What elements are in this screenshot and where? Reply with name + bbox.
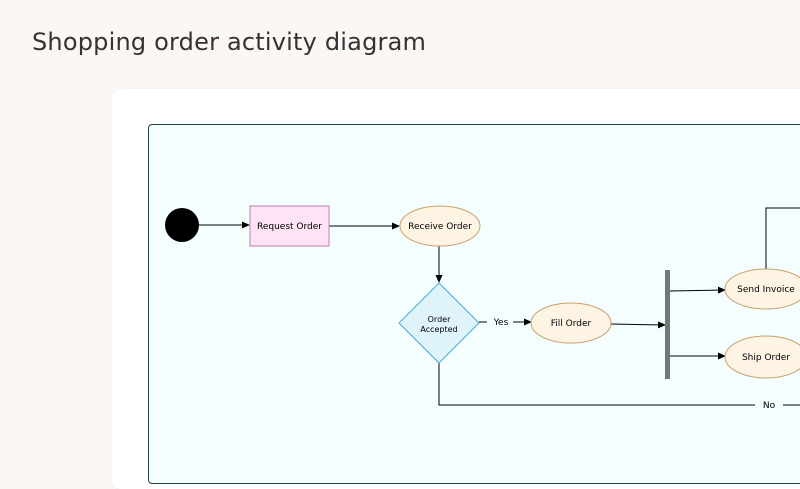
action-ship-order-label: Ship Order (742, 353, 790, 363)
action-request-order[interactable]: Request Order (249, 205, 330, 247)
action-receive-order[interactable]: Receive Order (399, 205, 481, 247)
action-request-order-label: Request Order (257, 222, 322, 232)
action-send-invoice-label: Send Invoice (737, 285, 795, 295)
edge-fill-to-fork[interactable] (610, 321, 666, 329)
action-fill-order[interactable]: Fill Order (530, 302, 612, 344)
page-title: Shopping order activity diagram (32, 28, 427, 56)
action-ship-order[interactable]: Ship Order (724, 335, 800, 379)
action-send-invoice[interactable]: Send Invoice (724, 268, 800, 310)
action-fill-order-label: Fill Order (551, 319, 592, 329)
edge-decision-no[interactable] (438, 362, 800, 406)
diagram-canvas[interactable] (148, 124, 800, 484)
decision-order-accepted[interactable]: Order Accepted (398, 282, 480, 364)
edge-label-no: No (763, 401, 776, 411)
edge-send-invoice-up[interactable] (765, 207, 800, 269)
decision-label-line2: Accepted (420, 325, 457, 334)
edge-fork-to-send-invoice[interactable] (669, 286, 726, 294)
edge-label-yes: Yes (493, 318, 509, 328)
fork-bar[interactable] (665, 270, 670, 379)
start-node[interactable] (165, 208, 199, 242)
action-receive-order-label: Receive Order (408, 222, 472, 232)
activity-diagram: Yes No Request Order Receive Order Order… (165, 205, 800, 411)
decision-label-line1: Order (428, 315, 451, 324)
